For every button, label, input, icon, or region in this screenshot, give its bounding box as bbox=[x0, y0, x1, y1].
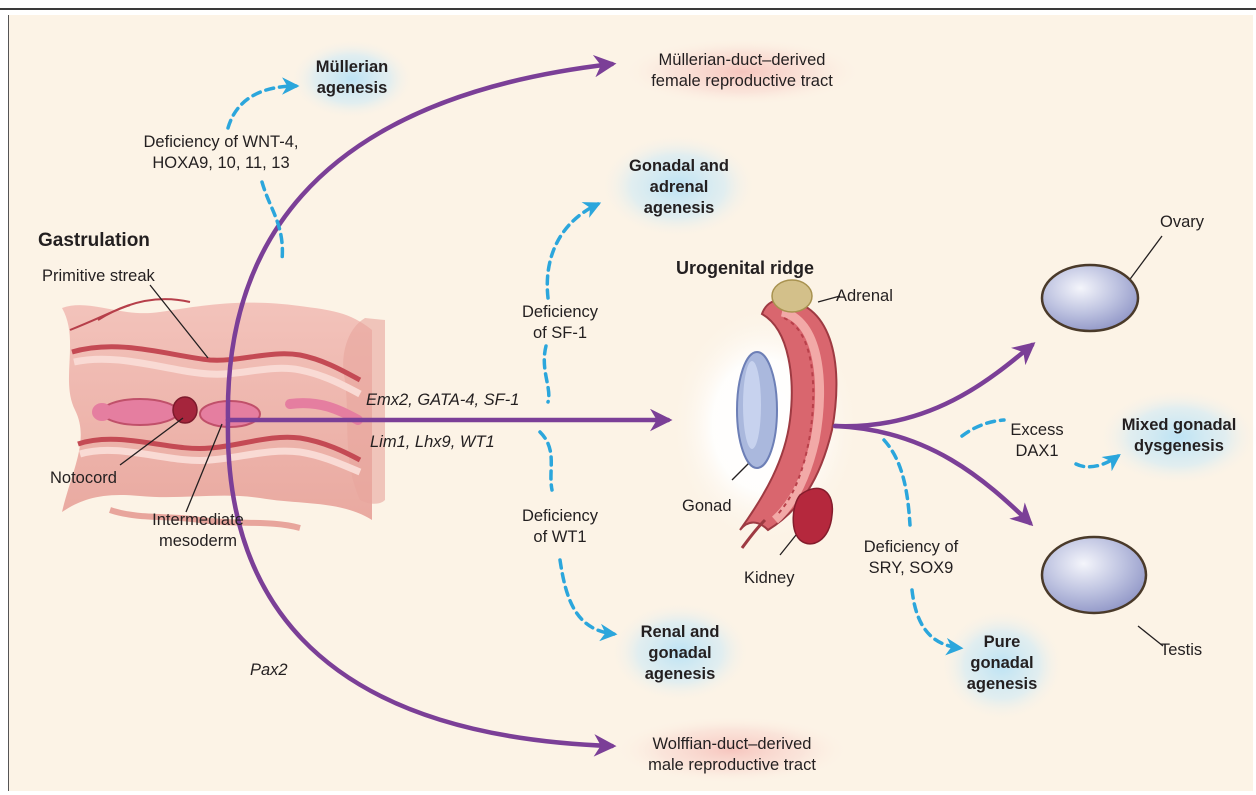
sf1-deficiency-line-2: of SF-1 bbox=[502, 323, 618, 344]
mixed-dysgenesis-line-2: dysgenesis bbox=[1108, 436, 1250, 457]
gonadal-adrenal-line-3: agenesis bbox=[612, 198, 746, 219]
intermediate-mesoderm-line-1: Intermediate bbox=[138, 510, 258, 531]
wt1-deficiency-line-2: of WT1 bbox=[502, 527, 618, 548]
intermediate-mesoderm-label: Intermediate mesoderm bbox=[138, 510, 258, 552]
mullerian-deficiency-label: Deficiency of WNT-4, HOXA9, 10, 11, 13 bbox=[126, 132, 316, 174]
adrenal-label: Adrenal bbox=[836, 286, 893, 307]
dax1-excess-line-1: Excess bbox=[1004, 420, 1070, 441]
wolffian-tract-line-2: male reproductive tract bbox=[616, 755, 848, 776]
renal-gonadal-line-1: Renal and bbox=[620, 622, 740, 643]
dashed-pure-upper bbox=[884, 440, 910, 525]
mullerian-tract-line-1: Müllerian-duct–derived bbox=[626, 50, 858, 71]
arrow-to-testis bbox=[835, 426, 1030, 523]
wolffian-tract-line-1: Wolffian-duct–derived bbox=[616, 734, 848, 755]
wolffian-tract-label: Wolffian-duct–derived male reproductive … bbox=[616, 734, 848, 776]
wt1-deficiency-line-1: Deficiency bbox=[502, 506, 618, 527]
dashed-gonadal-adrenal bbox=[547, 204, 598, 298]
dashed-dax1-upper bbox=[962, 420, 1004, 436]
pax2-label: Pax2 bbox=[250, 660, 288, 681]
mullerian-agenesis-line-2: agenesis bbox=[300, 78, 404, 99]
arrow-to-ovary bbox=[835, 345, 1032, 426]
dashed-renal-gonadal bbox=[560, 560, 614, 634]
sry-sox9-line-2: SRY, SOX9 bbox=[846, 558, 976, 579]
mullerian-tract-label: Müllerian-duct–derived female reproducti… bbox=[626, 50, 858, 92]
gonadal-adrenal-line-1: Gonadal and bbox=[612, 156, 746, 177]
gastrulation-embryo bbox=[62, 299, 385, 528]
renal-gonadal-line-2: gonadal bbox=[620, 643, 740, 664]
pure-agenesis-line-2: gonadal bbox=[950, 653, 1054, 674]
renal-gonadal-agenesis-label: Renal and gonadal agenesis bbox=[620, 622, 740, 685]
mullerian-deficiency-line-1: Deficiency of WNT-4, bbox=[126, 132, 316, 153]
pure-agenesis-line-3: agenesis bbox=[950, 674, 1054, 695]
dax1-excess-label: Excess DAX1 bbox=[1004, 420, 1070, 462]
mullerian-agenesis-line-1: Müllerian bbox=[300, 57, 404, 78]
dashed-sf1-lower bbox=[544, 346, 549, 402]
lower-genes-label: Lim1, Lhx9, WT1 bbox=[370, 432, 495, 453]
upper-genes-label: Emx2, GATA-4, SF-1 bbox=[366, 390, 519, 411]
renal-gonadal-line-3: agenesis bbox=[620, 664, 740, 685]
gastrulation-title: Gastrulation bbox=[38, 230, 150, 251]
dashed-wt1-upper bbox=[540, 432, 552, 490]
sry-sox9-deficiency-label: Deficiency of SRY, SOX9 bbox=[846, 537, 976, 579]
gonad-label: Gonad bbox=[682, 496, 732, 517]
ovary-shape bbox=[1042, 265, 1138, 331]
gonadal-adrenal-line-2: adrenal bbox=[612, 177, 746, 198]
pure-agenesis-label: Pure gonadal agenesis bbox=[950, 632, 1054, 695]
sf1-deficiency-line-1: Deficiency bbox=[502, 302, 618, 323]
testis-label: Testis bbox=[1160, 640, 1202, 661]
mixed-dysgenesis-label: Mixed gonadal dysgenesis bbox=[1108, 415, 1250, 457]
intermediate-mesoderm-line-2: mesoderm bbox=[138, 531, 258, 552]
wt1-deficiency-label: Deficiency of WT1 bbox=[502, 506, 618, 548]
mixed-dysgenesis-line-1: Mixed gonadal bbox=[1108, 415, 1250, 436]
urogenital-ridge-title: Urogenital ridge bbox=[676, 258, 814, 279]
notocord-label: Notocord bbox=[50, 468, 117, 489]
sf1-deficiency-label: Deficiency of SF-1 bbox=[502, 302, 618, 344]
mullerian-agenesis-label: Müllerian agenesis bbox=[300, 57, 404, 99]
dashed-mullerian-upper bbox=[228, 86, 296, 128]
dax1-excess-line-2: DAX1 bbox=[1004, 441, 1070, 462]
primitive-streak-label: Primitive streak bbox=[42, 266, 155, 287]
mullerian-tract-line-2: female reproductive tract bbox=[626, 71, 858, 92]
mullerian-deficiency-line-2: HOXA9, 10, 11, 13 bbox=[126, 153, 316, 174]
ovary-label: Ovary bbox=[1160, 212, 1204, 233]
kidney-label: Kidney bbox=[744, 568, 794, 589]
sry-sox9-line-1: Deficiency of bbox=[846, 537, 976, 558]
pure-agenesis-line-1: Pure bbox=[950, 632, 1054, 653]
gonadal-adrenal-agenesis-label: Gonadal and adrenal agenesis bbox=[612, 156, 746, 219]
testis-shape bbox=[1042, 537, 1146, 613]
